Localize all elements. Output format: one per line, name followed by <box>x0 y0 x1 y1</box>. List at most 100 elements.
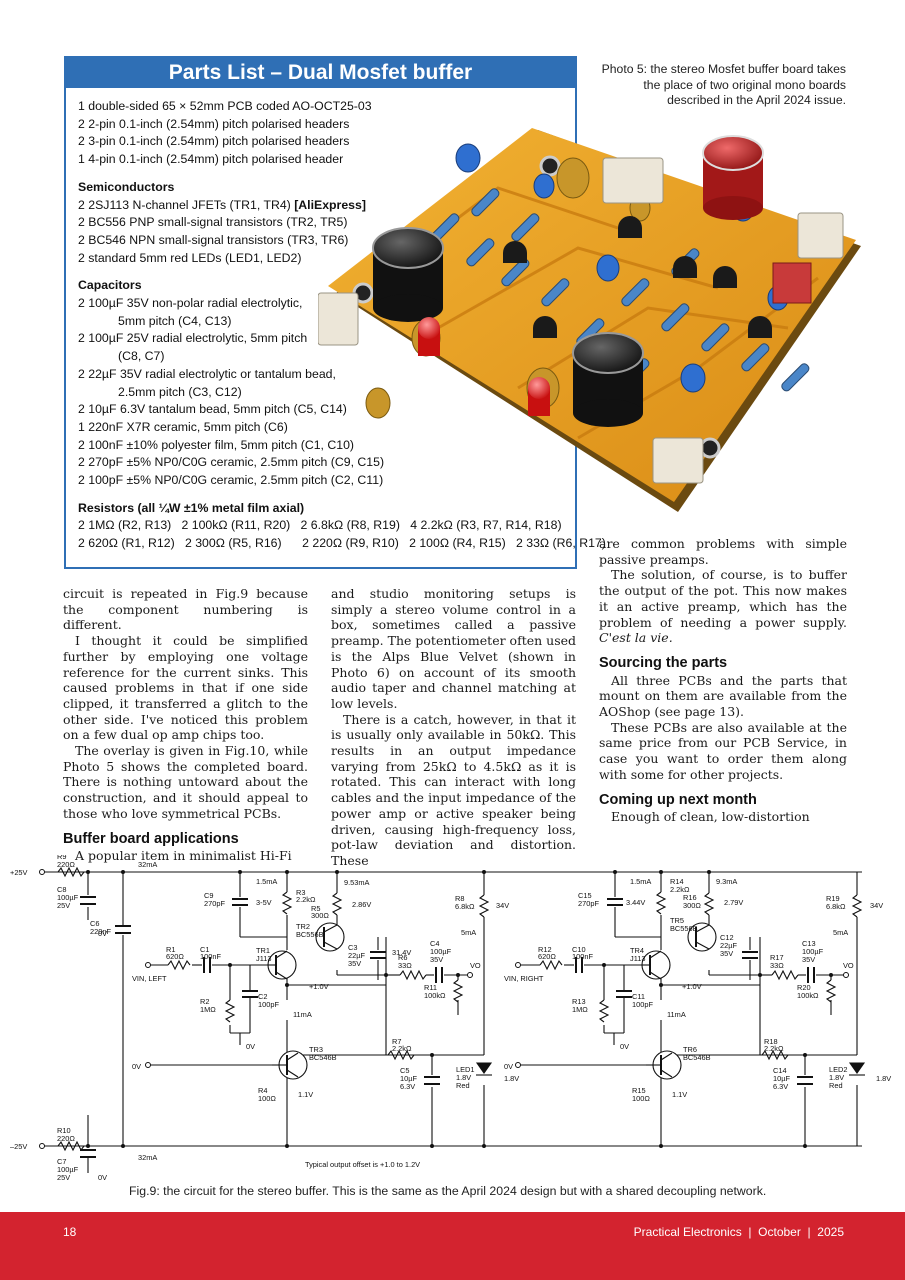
label-r20: R20 <box>797 983 811 992</box>
section-heading: Buffer board applications <box>63 830 239 847</box>
label-c12-value: 22µF <box>720 941 737 950</box>
paragraph: I thought it could be simplified further… <box>63 633 308 743</box>
capacitor-symbols <box>80 896 815 1158</box>
label-r9: R9 <box>57 855 66 861</box>
circuit-diagram: +25V –25V 32mA 32mA R9 220Ω R10 220Ω C8 … <box>10 855 891 1182</box>
label-c14-voltage: 6.3V <box>773 1082 788 1091</box>
parts-item: 5mm pitch (C4, C13) <box>118 313 232 328</box>
label-voltage-annotation: 1.8V <box>876 1074 891 1083</box>
paragraph: circuit is repeated in Fig.9 because the… <box>63 586 308 633</box>
label-r13: R13 <box>572 997 586 1006</box>
film-capacitor <box>772 262 812 304</box>
label-current-annotation: 11mA <box>293 1010 312 1019</box>
label-r16: R16 <box>683 893 697 902</box>
label-c8: C8 <box>57 885 66 894</box>
label-c7-value: 100µF <box>57 1165 79 1174</box>
label-tr3: TR3 <box>309 1045 323 1054</box>
label-c4-value: 100µF <box>430 947 452 956</box>
label-r20-value: 100kΩ <box>797 991 819 1000</box>
label-r14-value: 2.2kΩ <box>670 885 690 894</box>
parts-item: 2.5mm pitch (C3, C12) <box>118 384 242 399</box>
parts-item: 2 100kΩ (R11, R20) <box>181 518 291 533</box>
led-symbols <box>475 1062 866 1076</box>
page-number: 18 <box>63 1225 77 1239</box>
label-led2: LED2 <box>829 1065 848 1074</box>
parts-item: 2 100µF 35V non-polar radial electrolyti… <box>78 296 303 311</box>
paragraph: Enough of clean, low-distortion <box>611 809 810 825</box>
label-c10: C10 <box>572 945 586 954</box>
parts-item: 1 4-pin 0.1-inch (2.54mm) pitch polarise… <box>78 152 344 167</box>
parts-item: 2 1MΩ (R2, R13) <box>78 518 172 533</box>
label-r14: R14 <box>670 877 684 886</box>
label-r19-value: 6.8kΩ <box>826 902 846 911</box>
label-tr2-type: BC556B <box>296 930 324 939</box>
label-c1-value: 100nF <box>200 952 221 961</box>
transistors <box>503 216 772 338</box>
label-r2-value: 1MΩ <box>200 1005 216 1014</box>
circuit-wires <box>42 871 862 1173</box>
label-voltage-annotation: 1.8V <box>504 1074 519 1083</box>
label-pos-rail: +25V <box>10 868 28 877</box>
label-r8-value: 6.8kΩ <box>455 902 475 911</box>
label-voltage-annotation: 1.1V <box>298 1090 313 1099</box>
parts-item: 2 standard 5mm red LEDs (LED1, LED2) <box>78 250 302 265</box>
label-c3-value: 22µF <box>348 951 365 960</box>
paragraph: and studio monitoring setups is simply a… <box>331 586 577 711</box>
parts-item: 2 100Ω (R4, R15) <box>409 536 506 551</box>
label-tr6: TR6 <box>683 1045 697 1054</box>
label-c7: C7 <box>57 1157 66 1166</box>
paragraph-italic: C'est la vie. <box>599 630 673 646</box>
label-r7: R7 <box>392 1037 401 1046</box>
label-voltage-annotation: 34V <box>496 901 509 910</box>
pcb-photo <box>318 128 861 512</box>
label-tr2: TR2 <box>296 922 310 931</box>
red-electrolytic <box>702 135 764 220</box>
page-footer: 18 Practical Electronics | October | 202… <box>0 1212 905 1280</box>
parts-list-body: 1 double-sided 65 × 52mm PCB coded AO-OC… <box>66 88 606 553</box>
label-r10: R10 <box>57 1126 71 1135</box>
parts-item: 2 33Ω (R6, R17) <box>516 536 606 551</box>
label-r19: R19 <box>826 894 840 903</box>
supplier-note: [AliExpress] <box>294 197 366 212</box>
parts-item: 1 double-sided 65 × 52mm PCB coded AO-OC… <box>78 99 372 113</box>
label-c7-voltage: 25V <box>57 1173 70 1182</box>
label-current-annotation: 5mA <box>461 928 476 937</box>
label-c8-voltage: 25V <box>57 901 70 910</box>
label-r12-value: 620Ω <box>538 952 556 961</box>
label-r18-value: 2.2kΩ <box>764 1044 784 1053</box>
label-c12-voltage: 35V <box>720 949 733 958</box>
label-voltage-annotation: 31.4V <box>392 948 411 957</box>
label-r2: R2 <box>200 997 209 1006</box>
label-r3: R3 <box>296 888 305 897</box>
label-r18: R18 <box>764 1037 778 1046</box>
label-c3: C3 <box>348 943 357 952</box>
paragraph: All three PCBs and the parts that mount … <box>599 672 847 720</box>
label-current-annotation: 1.5mA <box>630 877 651 886</box>
junction-dots <box>86 870 833 1148</box>
label-c9: C9 <box>204 891 213 900</box>
label-c15: C15 <box>578 891 592 900</box>
parts-item: 2 2SJ113 N-channel JFETs (TR1, TR4) [Ali… <box>78 197 563 215</box>
parts-item: 4 2.2kΩ (R3, R7, R14, R18) <box>410 518 562 533</box>
parts-item: 2 620Ω (R1, R12) <box>78 536 175 551</box>
parts-item: 2 270pF ±5% NP0/C0G ceramic, 2.5mm pitch… <box>78 455 385 470</box>
parts-heading-capacitors: Capacitors <box>78 278 142 293</box>
label-c15-value: 270pF <box>578 899 599 908</box>
label-c9-value: 270pF <box>204 899 225 908</box>
paragraph: The solution, of course, is to buffer th… <box>599 567 847 646</box>
label-r8: R8 <box>455 894 464 903</box>
label-c4-voltage: 35V <box>430 955 443 964</box>
label-tr4-type: J113 <box>630 954 645 963</box>
parts-heading-resistors: Resistors (all ¼W ±1% metal film axial) <box>78 500 305 515</box>
paragraph: are common problems with simple passive … <box>599 536 847 567</box>
parts-heading-semiconductors: Semiconductors <box>78 179 175 194</box>
label-current-annotation: 5mA <box>833 928 848 937</box>
label-voltage-annotation: 2.79V <box>724 898 743 907</box>
pcb-board <box>328 128 856 502</box>
paragraph: These PCBs are also available at the sam… <box>599 719 847 782</box>
text-column-1: circuit is repeated in Fig.9 because the… <box>63 586 308 864</box>
label-led2-colour: Red <box>829 1081 843 1090</box>
label-r6-value: 33Ω <box>398 961 412 970</box>
label-current-annotation: 9.3mA <box>716 877 737 886</box>
label-r1: R1 <box>166 945 175 954</box>
